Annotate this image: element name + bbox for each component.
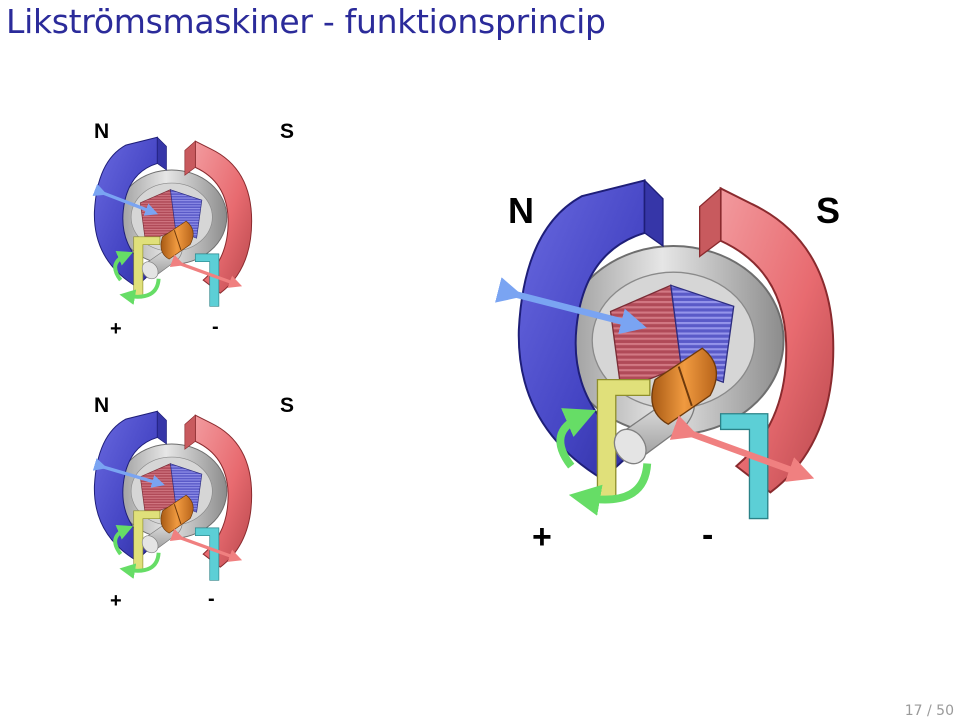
minus-terminal-label: - (208, 588, 215, 610)
motor-large-right: N S + - (490, 160, 870, 560)
rotation-arrow (113, 525, 134, 556)
minus-terminal-label: - (702, 516, 714, 554)
north-pole-label: N (94, 394, 110, 417)
north-pole-label: N (508, 190, 534, 231)
south-pole-label: S (816, 190, 841, 231)
north-pole-label: N (94, 120, 110, 143)
south-pole-label: S (280, 120, 295, 143)
south-pole-label: S (280, 394, 295, 417)
plus-terminal-label: + (532, 518, 552, 556)
dc-motor-illustration (495, 179, 835, 520)
dc-motor-illustration (92, 410, 253, 581)
minus-terminal-label: - (212, 316, 219, 338)
plus-terminal-label: + (110, 318, 122, 340)
plus-terminal-label: + (110, 590, 122, 612)
motor-top-left: N S + - (80, 112, 294, 342)
force-arrow-north (495, 277, 647, 335)
force-arrow-north (92, 183, 159, 216)
force-arrow-south (669, 415, 815, 482)
rotation-arrow (556, 408, 597, 469)
page-number: 17 / 50 (904, 703, 954, 719)
slide-title: Likströmsmaskiner - funktionsprincip (6, 2, 606, 41)
force-arrow-south (169, 528, 243, 562)
dc-motor-illustration (92, 136, 253, 307)
force-arrow-south (169, 254, 243, 288)
rotation-arrow (113, 251, 134, 282)
force-arrow-north (92, 458, 165, 488)
motor-bottom-left: N S + - (80, 386, 294, 616)
